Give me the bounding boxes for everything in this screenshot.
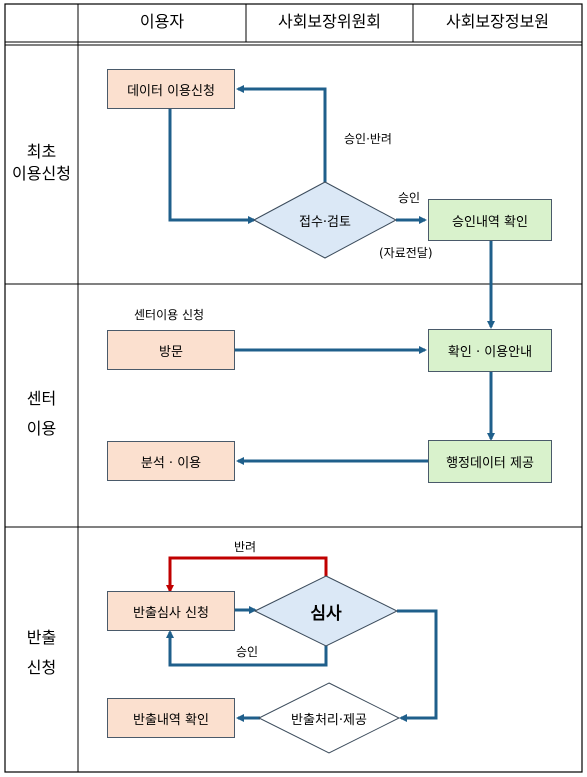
- data-transfer-label: (자료전달): [379, 246, 433, 260]
- review-diamond: [253, 575, 399, 647]
- row3-line2: 신청: [26, 658, 57, 677]
- approve-label-1: 승인: [398, 191, 421, 205]
- export-process-text: 반출처리·제공: [291, 713, 367, 728]
- approve-label-2: 승인: [236, 645, 259, 659]
- review-text: 심사: [310, 604, 342, 624]
- visit-box: 방문: [107, 330, 235, 370]
- center-use-request-label: 센터이용 신청: [134, 308, 205, 322]
- row1-line2: 이용신청: [12, 164, 71, 183]
- receive-review-text: 접수·검토: [299, 215, 351, 230]
- data-request-box: 데이터 이용신청: [107, 69, 235, 109]
- row2-line2: 이용: [26, 419, 57, 438]
- receive-review-diamond: [252, 181, 398, 259]
- row1-line1: 최초: [26, 142, 57, 161]
- header-committee: 사회보장위원회: [277, 12, 382, 31]
- reject-label: 반려: [234, 540, 257, 554]
- confirm-guide-box: 확인 · 이용안내: [428, 329, 552, 372]
- export-process-diamond: [257, 682, 401, 754]
- row-label-initial: 최초 이용신청: [5, 141, 78, 185]
- export-confirm-box: 반출내역 확인: [107, 698, 235, 738]
- header-info-service: 사회보장정보원: [445, 12, 550, 31]
- row-label-export: 반출 신청: [5, 623, 78, 683]
- approval-confirm-box: 승인내역 확인: [428, 199, 552, 241]
- admin-data-provide-box: 행정데이터 제공: [428, 440, 552, 483]
- export-review-request-box: 반출심사 신청: [107, 591, 235, 631]
- header-user: 이용자: [139, 12, 185, 31]
- analysis-use-box: 분석 · 이용: [107, 441, 235, 481]
- approve-reject-label: 승인·반려: [344, 132, 392, 146]
- row-label-center: 센터 이용: [5, 384, 78, 444]
- row2-line1: 센터: [26, 389, 57, 408]
- row3-line1: 반출: [26, 628, 57, 647]
